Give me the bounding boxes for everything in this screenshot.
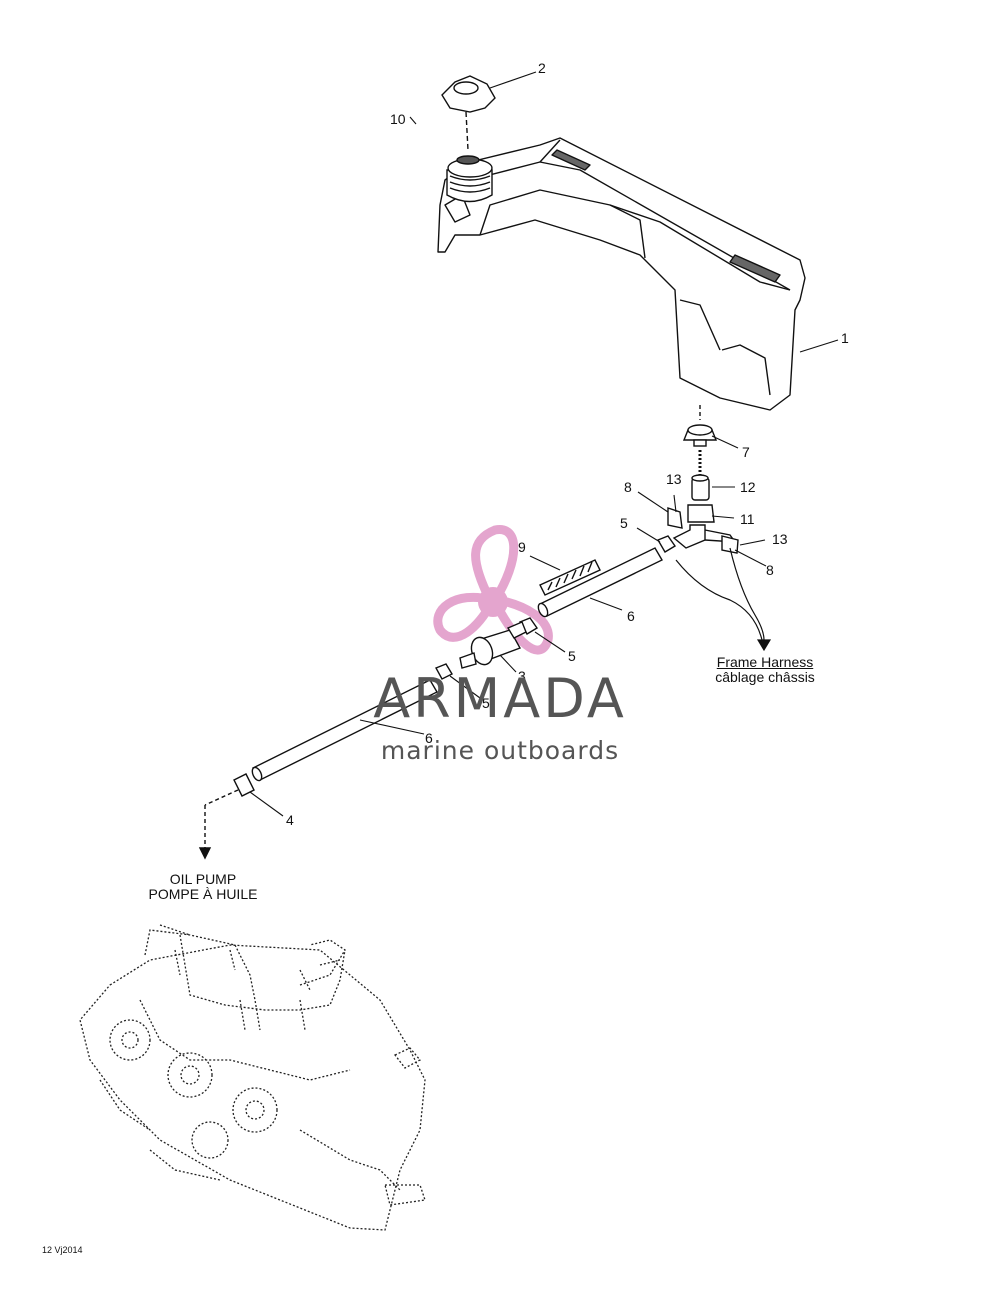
engine-block [79, 924, 426, 1231]
frame-harness-en: Frame Harness [716, 654, 814, 670]
inline-filter-3 [459, 621, 527, 669]
callout-11: 11 [740, 511, 755, 527]
frame-harness-fr: câblage châssis [715, 668, 815, 685]
fitting-4 [198, 773, 255, 860]
callout-5-low: 5 [482, 695, 490, 711]
callout-13-right: 13 [772, 531, 788, 547]
callout-9: 9 [518, 539, 526, 555]
oil-pump-label: OIL PUMP POMPE À HUILE [128, 872, 278, 901]
outlet-fittings [667, 405, 739, 554]
hoses-6 [251, 547, 663, 782]
callout-6-low: 6 [425, 730, 433, 746]
oil-tank [437, 137, 806, 411]
callout-5-mid: 5 [568, 648, 576, 664]
watermark-subtitle: marine outboards [380, 736, 620, 765]
callout-1: 1 [841, 330, 849, 346]
oil-pump-en: OIL PUMP [169, 871, 237, 887]
watermark-logo [433, 525, 553, 655]
callout-6-top: 6 [627, 608, 635, 624]
filler-neck [446, 155, 493, 203]
callout-13-top: 13 [666, 471, 682, 487]
callout-8-left: 8 [624, 479, 632, 495]
callout-10: 10 [390, 111, 406, 127]
fittings-5 [435, 535, 677, 680]
oil-pump-fr: POMPE À HUILE [148, 885, 258, 902]
callout-7: 7 [742, 444, 750, 460]
harness-wires [675, 547, 772, 652]
watermark-title: ARMADA [373, 667, 627, 730]
callout-8-right: 8 [766, 562, 774, 578]
callout-12: 12 [740, 479, 756, 495]
callout-4: 4 [286, 812, 294, 828]
figure-code: 12 Vj2014 [42, 1245, 83, 1255]
frame-harness-label: Frame Harness câblage châssis [690, 655, 840, 684]
oil-cap [441, 75, 496, 151]
callout-5-top: 5 [620, 515, 628, 531]
callout-2: 2 [538, 60, 546, 76]
leader-lines [249, 71, 839, 817]
spring-9 [539, 559, 601, 596]
callout-3: 3 [518, 668, 526, 684]
